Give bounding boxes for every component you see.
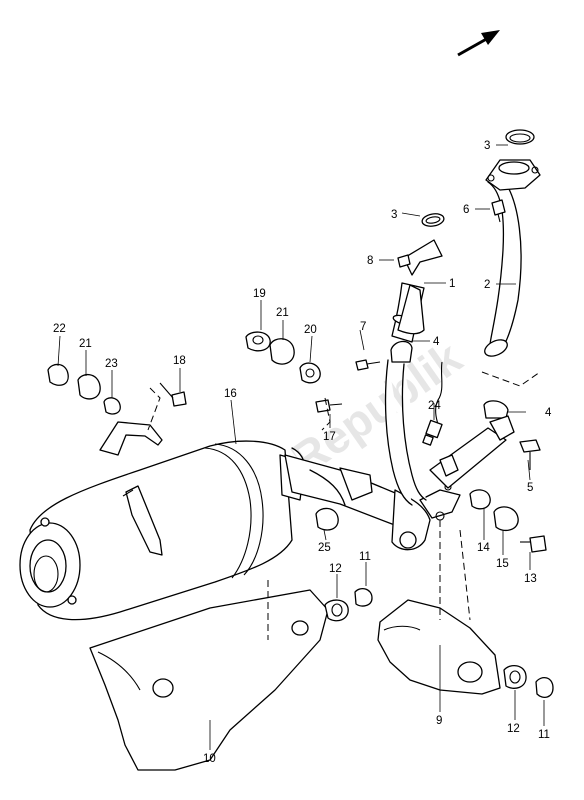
- callout-labels: 3 3 6 8 1 2 4 4 5 7 24 9 10 12 11 12 11 …: [53, 140, 552, 765]
- heat-shield-9: [377, 599, 501, 695]
- callout-7: 7: [360, 321, 366, 333]
- bolt-22: [47, 363, 69, 386]
- leader-lines: [57, 144, 545, 750]
- link-pipe: [284, 454, 461, 551]
- joint-4-left: [390, 340, 413, 363]
- callout-14: 14: [477, 542, 490, 554]
- callout-18: 18: [173, 355, 186, 367]
- callout-5: 5: [527, 482, 533, 494]
- callout-8: 8: [367, 255, 373, 267]
- callout-21-right: 21: [276, 307, 289, 319]
- collar-15: [493, 506, 519, 532]
- engine-side-pipe: [429, 415, 541, 489]
- washer-20: [299, 362, 321, 384]
- callout-19: 19: [253, 288, 266, 300]
- callout-1: 1: [449, 278, 455, 290]
- bolt-11-left: [354, 587, 373, 607]
- callout-11-right: 11: [538, 729, 550, 741]
- callout-9: 9: [436, 715, 442, 727]
- washer-23: [103, 397, 121, 415]
- collar-12-left: [324, 599, 349, 622]
- callout-16: 16: [224, 388, 237, 400]
- callout-11-left: 11: [359, 551, 371, 563]
- bolt-6: [491, 199, 506, 216]
- callout-4-right: 4: [545, 407, 552, 419]
- callout-3-right: 3: [484, 140, 490, 152]
- washer-19: [245, 331, 271, 352]
- callout-17: 17: [323, 431, 336, 443]
- muffler: [19, 421, 306, 621]
- exhaust-pipe-2: [484, 159, 541, 357]
- rubber-21-left: [77, 374, 101, 400]
- callout-13: 13: [524, 573, 537, 585]
- heat-shield-10: [89, 589, 329, 771]
- callout-6: 6: [463, 204, 469, 216]
- callout-24: 24: [428, 400, 441, 412]
- washer-14: [469, 489, 491, 510]
- callout-20: 20: [304, 324, 317, 336]
- callout-15: 15: [496, 558, 509, 570]
- callout-12-right: 12: [507, 723, 520, 735]
- callout-21-left: 21: [79, 338, 92, 350]
- bolt-7: [355, 359, 369, 371]
- bolt-11-right: [535, 677, 554, 699]
- callout-4-left: 4: [433, 336, 440, 348]
- oxygen-sensor: [422, 361, 443, 446]
- gasket-3-left: [421, 213, 445, 227]
- rubber-25: [315, 507, 339, 531]
- callout-12-left: 12: [329, 563, 342, 575]
- callout-23: 23: [105, 358, 118, 370]
- bolt-13: [529, 535, 547, 553]
- callout-3-left: 3: [391, 209, 397, 221]
- direction-arrow-icon: [457, 30, 500, 57]
- exhaust-pipe-1: [384, 239, 443, 506]
- callout-22: 22: [53, 323, 66, 335]
- shield-10-hole: [152, 678, 174, 698]
- rubber-21-right: [269, 338, 295, 365]
- collar-12-right: [503, 665, 527, 689]
- callout-25: 25: [318, 542, 331, 554]
- bolt-8: [397, 254, 411, 268]
- callout-10: 10: [203, 753, 216, 765]
- shield-9-hole: [457, 661, 483, 683]
- joint-4-right: [483, 400, 509, 419]
- callout-2: 2: [484, 279, 490, 291]
- bolt-18: [171, 391, 187, 407]
